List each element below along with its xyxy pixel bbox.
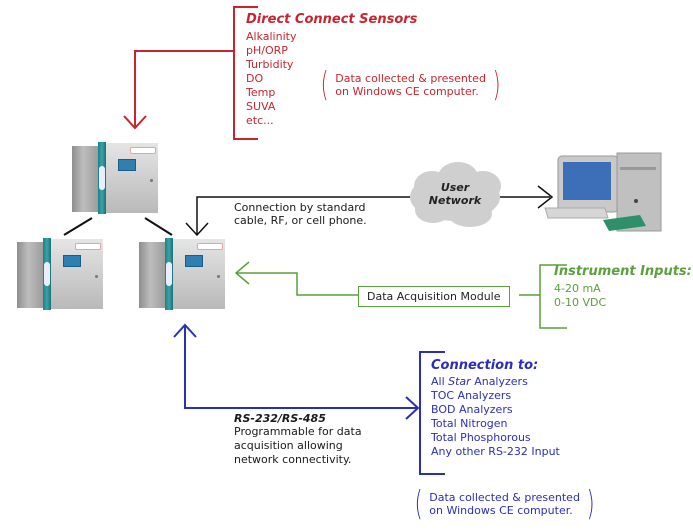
sensor-item: DO <box>246 72 264 85</box>
analyzer-cabinet-left <box>17 238 103 310</box>
sensor-item: Alkalinity <box>246 30 297 43</box>
serial-connector <box>173 323 445 475</box>
analyzer-cabinet-top <box>72 142 158 214</box>
connection-item: Total Nitrogen <box>431 417 508 430</box>
sensor-item: pH/ORP <box>246 44 288 57</box>
connection-item: BOD Analyzers <box>431 403 513 416</box>
input-item: 4-20 mA <box>554 282 601 295</box>
connection-to-title: Connection to: <box>431 358 539 373</box>
connection-item: Any other RS-232 Input <box>431 445 560 458</box>
instrument-inputs-title: Instrument Inputs: <box>554 264 692 279</box>
serial-description: Programmable for data acquisition allowi… <box>234 425 362 466</box>
analyzer-cabinet-center <box>139 238 225 310</box>
direct-connect-title: Direct Connect Sensors <box>246 12 418 27</box>
connection-item: All Star Analyzers <box>431 375 528 388</box>
connection-to-list: All Star Analyzers TOC Analyzers BOD Ana… <box>431 375 560 459</box>
connection-item: Total Phosphorous <box>431 431 531 444</box>
direct-connect-list: Alkalinity pH/ORP Turbidity DO Temp SUVA… <box>246 30 296 128</box>
input-item: 0-10 VDC <box>554 296 607 309</box>
daq-connector <box>234 261 567 329</box>
sensor-item: Temp <box>246 86 276 99</box>
network-connector <box>185 185 554 237</box>
desktop-computer-icon <box>544 152 662 232</box>
user-network-cloud <box>410 162 501 227</box>
sensor-item: etc... <box>246 114 274 127</box>
sensor-item: Turbidity <box>246 58 294 71</box>
serial-title: RS-232/RS-485 <box>234 412 326 425</box>
connection-item: TOC Analyzers <box>431 389 512 402</box>
cabinet-tree-lines <box>63 217 173 236</box>
sensor-item: SUVA <box>246 100 276 113</box>
instrument-inputs-list: 4-20 mA 0-10 VDC <box>554 282 606 310</box>
direct-connect-connector <box>123 6 258 140</box>
data-acquisition-module-box: Data Acquisition Module <box>358 286 510 307</box>
